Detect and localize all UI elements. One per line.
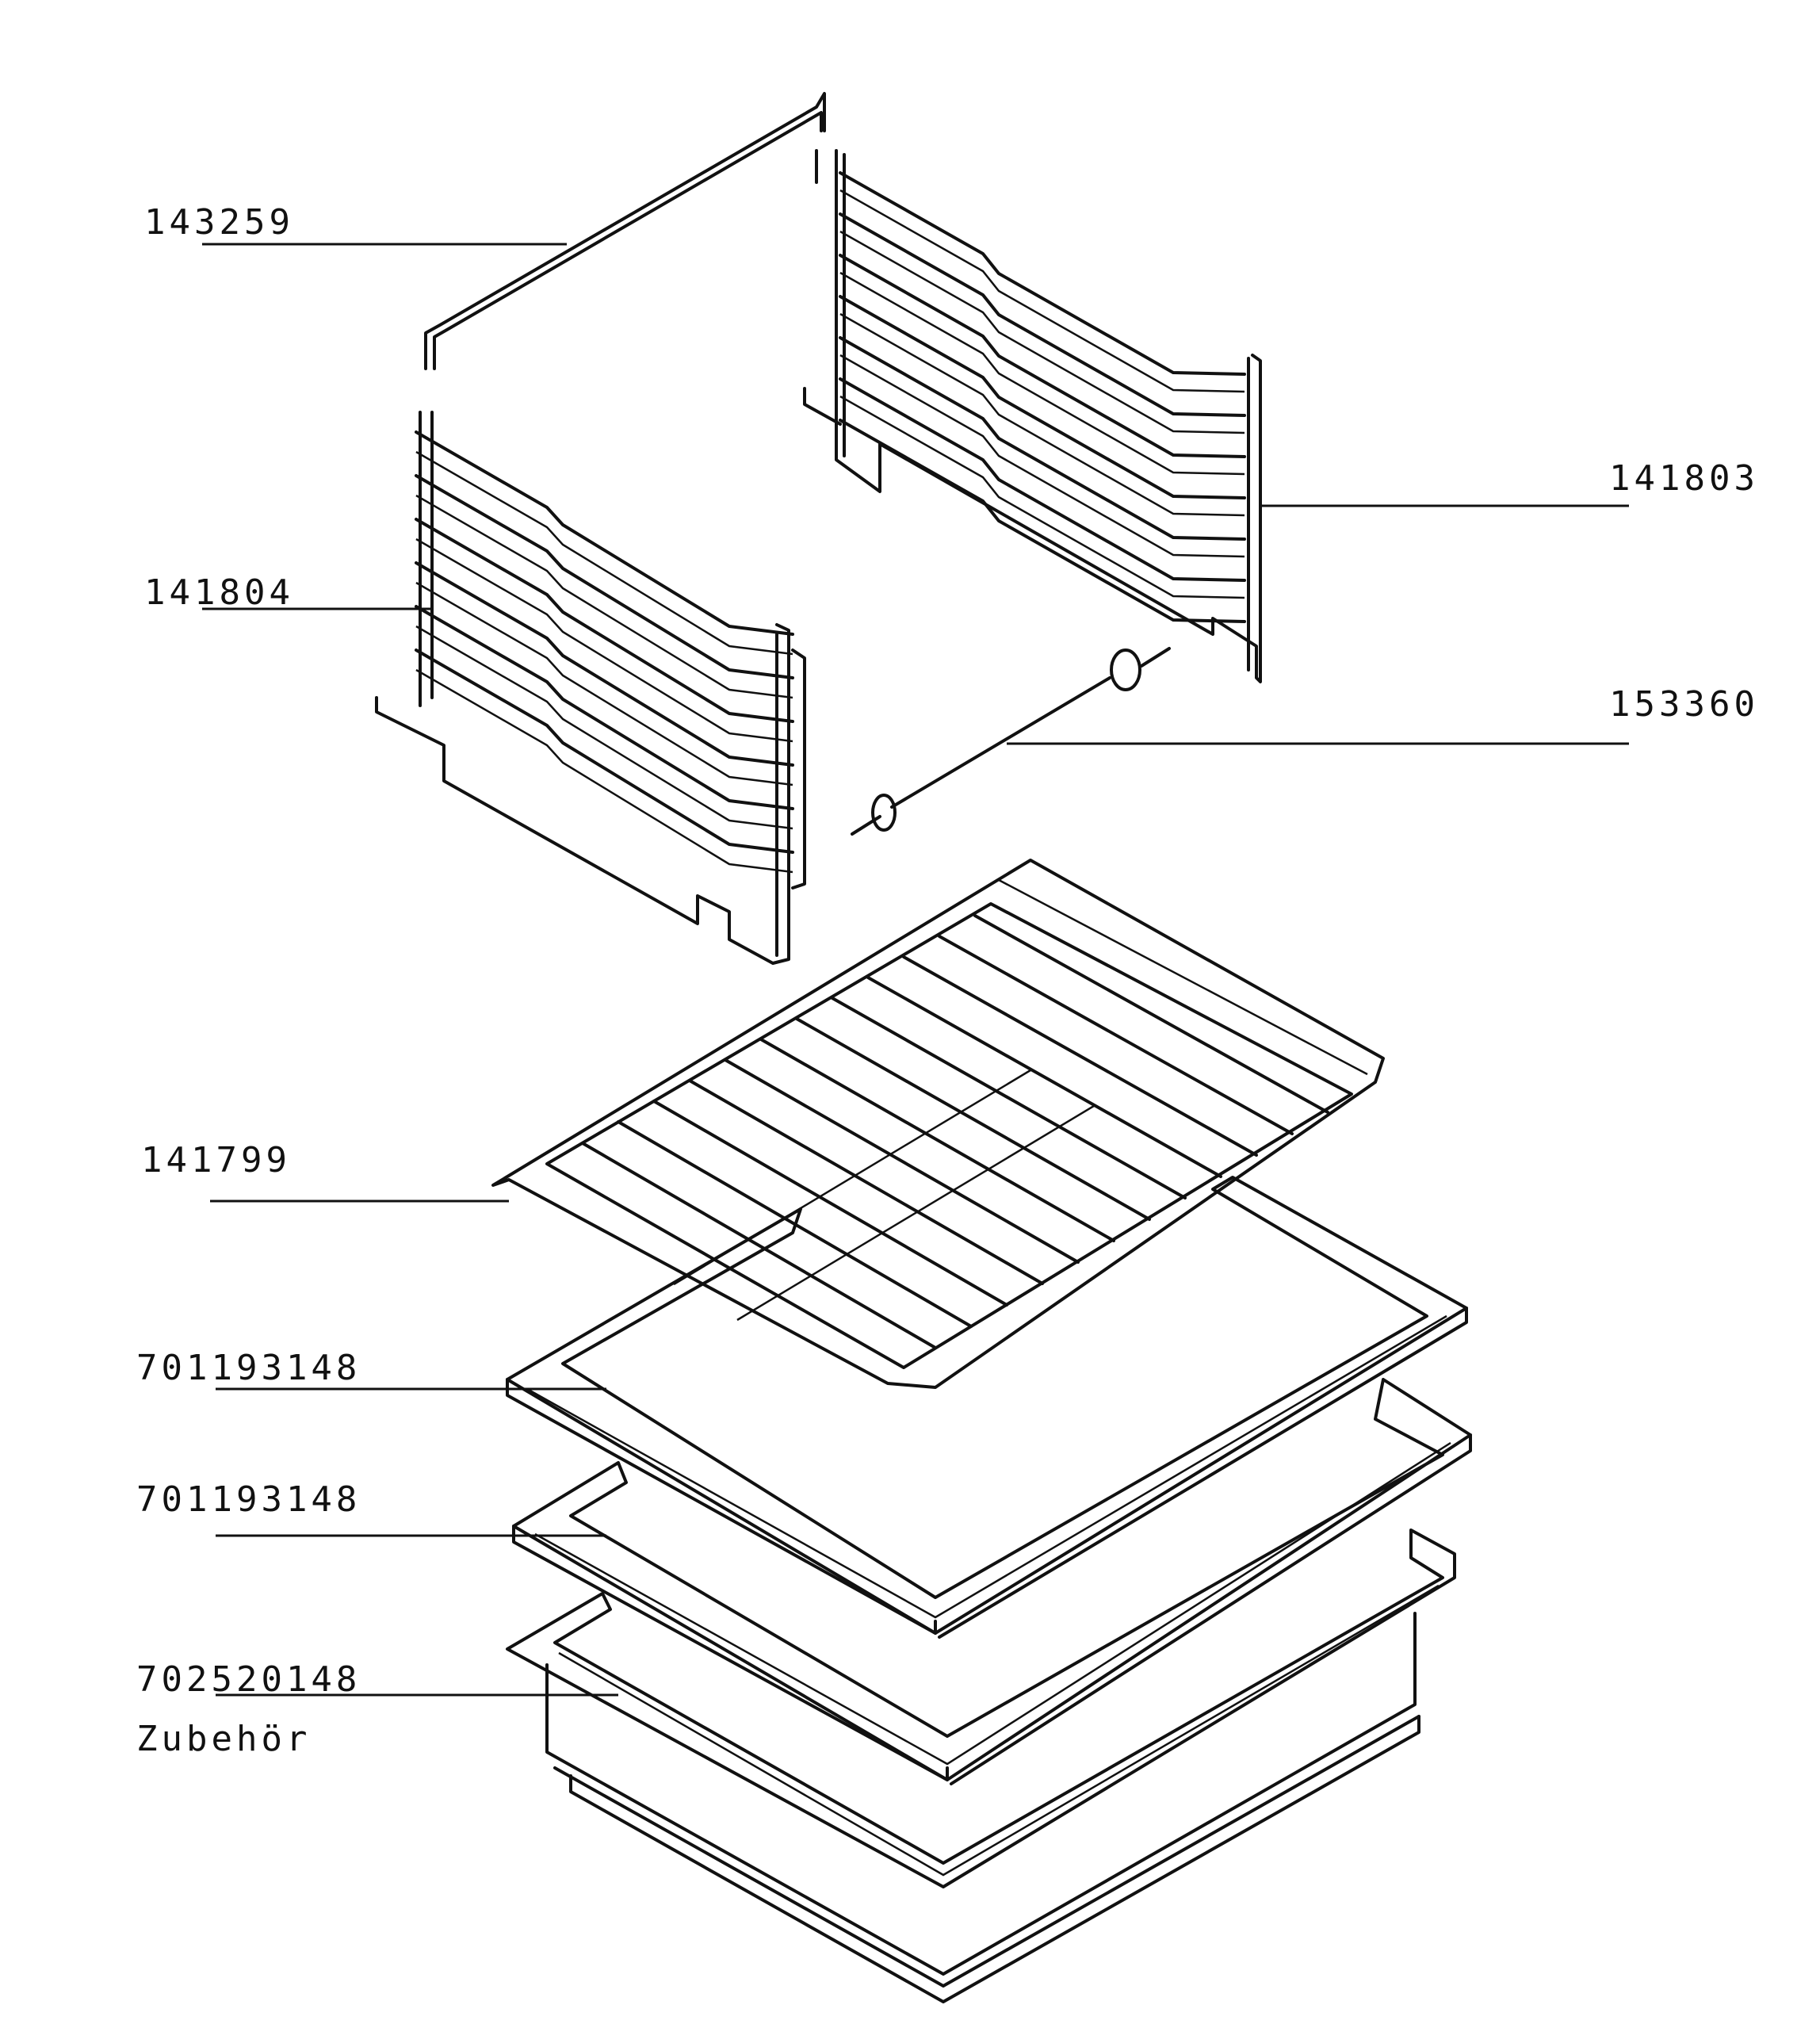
- part-141803-right-rack: [803, 149, 1262, 683]
- label-141804: 141804: [144, 572, 294, 613]
- label-141799: 141799: [141, 1140, 291, 1180]
- label-701193148-b: 701193148: [136, 1479, 361, 1520]
- right-rack-rails: [839, 171, 1246, 623]
- label-zubehoer: Zubehör: [136, 1719, 311, 1759]
- label-141803: 141803: [1609, 458, 1759, 499]
- part-141804-left-rack: [375, 411, 806, 965]
- left-rack-rails: [415, 430, 794, 874]
- part-701193148-tray-a: [506, 1176, 1468, 1639]
- part-153360-rod-with-knobs: [851, 647, 1171, 836]
- part-143259-wire-bracket: [424, 92, 826, 370]
- knob-left: [871, 794, 897, 832]
- knob-right: [1110, 649, 1141, 691]
- leader-lines: [202, 243, 1629, 1697]
- label-143259: 143259: [144, 202, 294, 243]
- part-701193148-tray-b: [512, 1378, 1472, 1785]
- oven-grid-bars: [581, 914, 1329, 1349]
- part-702520148-deep-pan: [506, 1529, 1456, 2003]
- part-141799-oven-grid: [491, 859, 1385, 1389]
- label-153360: 153360: [1609, 684, 1759, 725]
- label-701193148-a: 701193148: [136, 1348, 361, 1388]
- label-702520148: 702520148: [136, 1659, 361, 1700]
